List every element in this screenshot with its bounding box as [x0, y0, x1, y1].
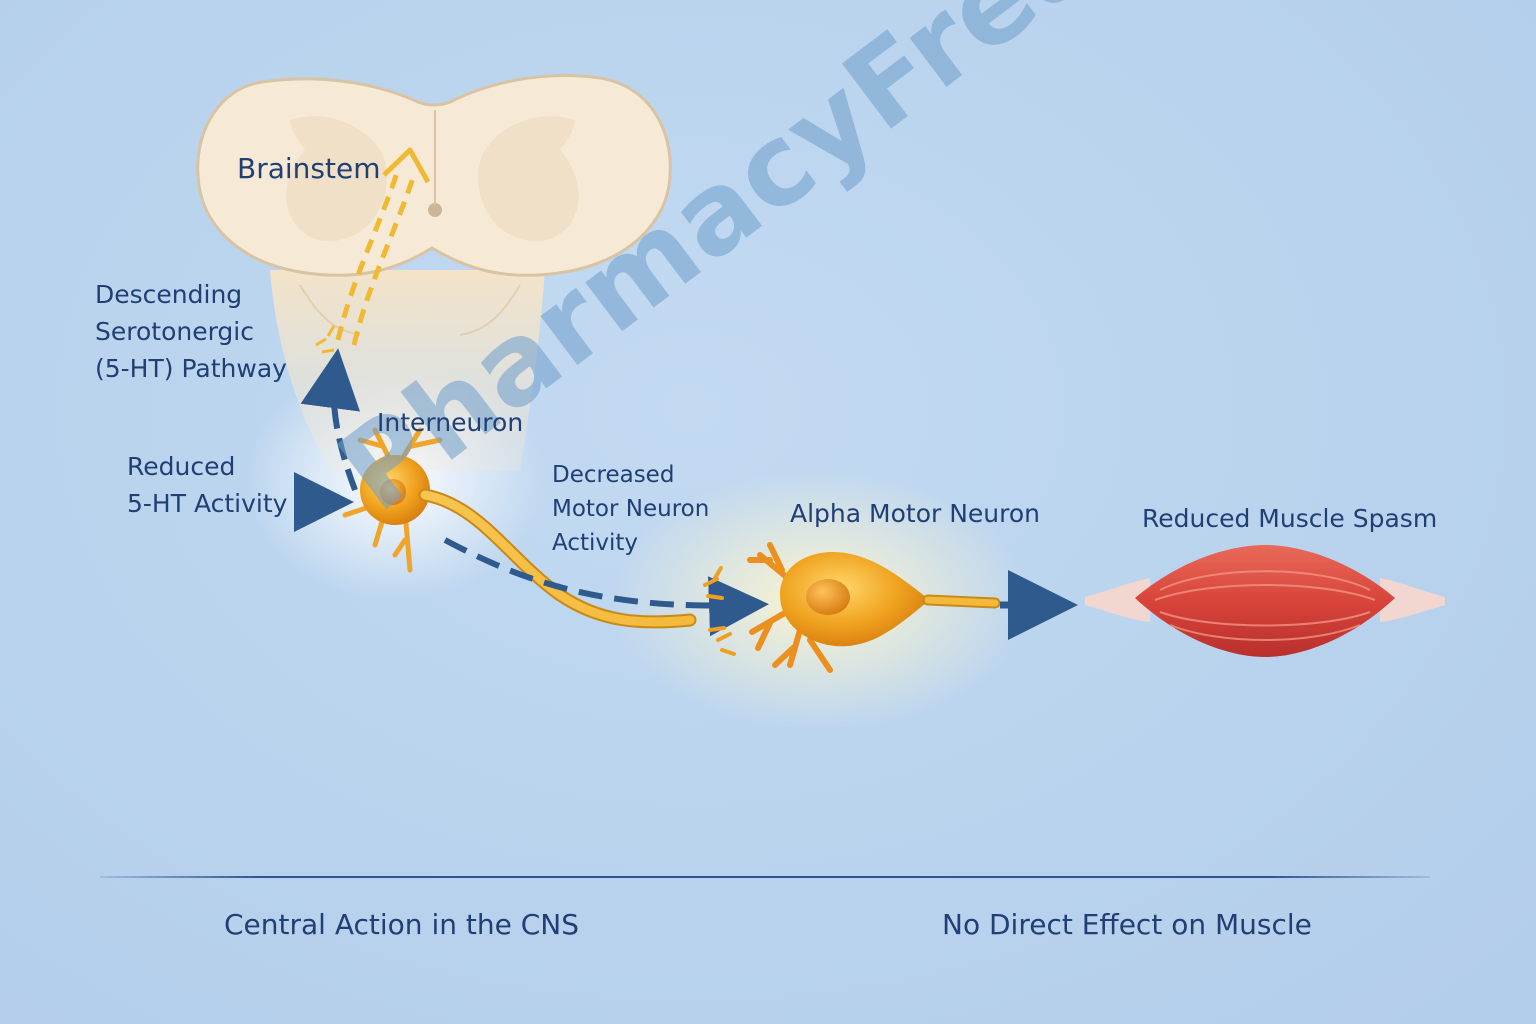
inhibition-arrow: [443, 537, 769, 637]
reduced-activity-line-1: Reduced: [127, 452, 236, 481]
reduced-activity-line-2: 5-HT Activity: [127, 489, 288, 518]
alpha-motor-neuron: [747, 542, 1001, 673]
muscle-spasm-label: Reduced Muscle Spasm: [1142, 504, 1438, 533]
muscle-illustration: [1085, 545, 1445, 657]
alpha-motor-label: Alpha Motor Neuron: [790, 499, 1041, 528]
reduced-activity-label: Reduced 5-HT Activity: [127, 448, 287, 522]
divider: [100, 876, 1430, 878]
decreased-line-2: Motor Neuron: [552, 496, 710, 522]
interneuron-cell: [342, 427, 443, 573]
brainstem-label: Brainstem: [237, 152, 381, 185]
footer-left-label: Central Action in the CNS: [224, 908, 579, 941]
pathway-label: Descending Serotonergic (5-HT) Pathway: [95, 276, 287, 387]
interneuron-label: Interneuron: [377, 408, 524, 437]
pathway-line-2: Serotonergic: [95, 317, 254, 346]
decreased-line-1: Decreased: [552, 462, 675, 488]
pathway-line-1: Descending: [95, 280, 243, 309]
decreased-label: Decreased Motor Neuron Activity: [552, 458, 709, 560]
pathway-line-3: (5-HT) Pathway: [95, 354, 287, 383]
decreased-line-3: Activity: [552, 530, 639, 556]
footer-right-label: No Direct Effect on Muscle: [942, 908, 1312, 941]
synapse-sparks: [703, 566, 736, 656]
